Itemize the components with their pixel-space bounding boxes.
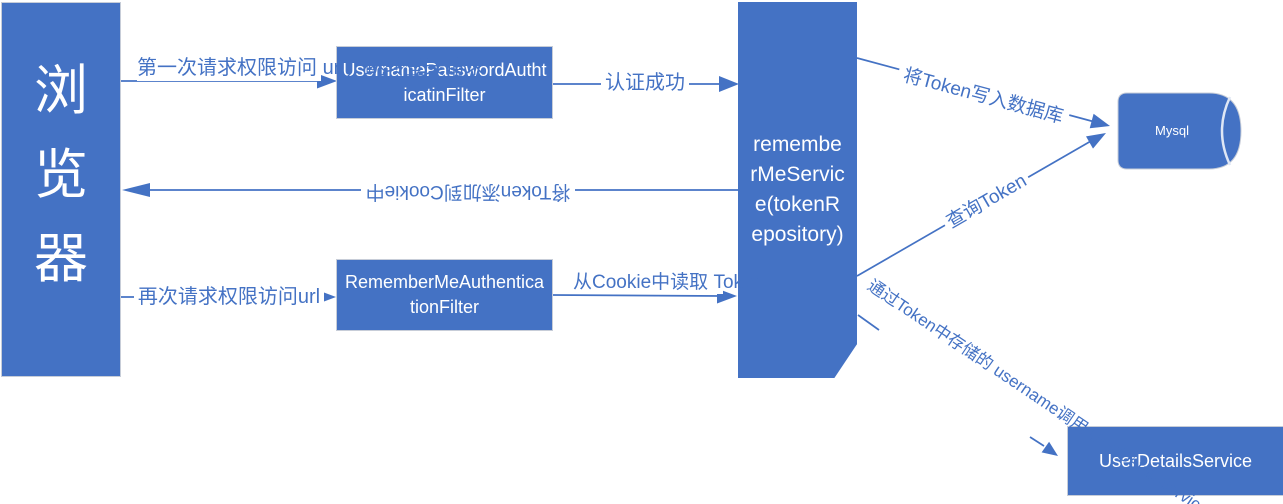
browser-char: 器 [34, 228, 88, 289]
node-mysql: Mysql [1117, 92, 1227, 169]
arrowhead-load-user [1041, 441, 1058, 456]
node-label: rMeServic [750, 163, 845, 186]
node-label: tionFilter [409, 297, 480, 317]
node-label: e(tokenR [754, 193, 841, 216]
node-username-password-filter: UsernamePasswordAutht icatinFilter [337, 47, 552, 118]
edge-label-line: url，跳转登录请求 [322, 57, 485, 79]
browser-char: 览 [34, 144, 88, 205]
edge-label-line: 第一次请求权限访问 [137, 57, 317, 79]
node-browser: 浏 览 器 [2, 3, 120, 376]
arrow-line-load-user-start [857, 314, 880, 331]
edge-label-read-cookie: 从Cookie中读取 Token [573, 271, 764, 294]
node-label: Mysql [1155, 123, 1189, 138]
edge-label-first-request: 第一次请求权限访问 url，跳转登录请求 [137, 56, 485, 81]
mysql-cylinder-icon [1117, 92, 1242, 170]
edge-label-add-token-cookie: 将Token添加到Cookie中 [361, 180, 575, 202]
node-user-details-service: UserDetailsService [1068, 427, 1283, 495]
browser-char: 浏 [34, 60, 88, 121]
edge-label-auth-success: 认证成功 [601, 71, 689, 96]
node-remember-me-filter: RememberMeAuthentica tionFilter [337, 260, 552, 330]
node-label: UserDetailsService [1098, 450, 1253, 471]
edge-label-line: Token [713, 272, 765, 293]
arrowhead-add-token-cookie [122, 183, 150, 197]
node-label: remembe [753, 133, 842, 156]
node-label: RememberMeAuthentica [344, 272, 545, 292]
node-remember-me-service: remembe rMeServic e(tokenR epository) [738, 2, 857, 378]
edge-label-line: 从Cookie中读取 [573, 272, 709, 293]
arrow-line-load-user-end [1029, 436, 1045, 447]
node-label: icatinFilter [403, 84, 486, 105]
arrowhead-write-token [1089, 113, 1110, 129]
node-label: UsernamePasswordAutht [342, 59, 547, 80]
arrow-line-read-cookie [551, 294, 722, 297]
arrowhead-auth-success [719, 76, 739, 92]
node-label: epository) [751, 223, 844, 246]
arrowhead-query-token [1086, 133, 1106, 149]
edge-label-second-request: 再次请求权限访问url [134, 286, 324, 309]
arrowhead-first-request [317, 73, 337, 89]
